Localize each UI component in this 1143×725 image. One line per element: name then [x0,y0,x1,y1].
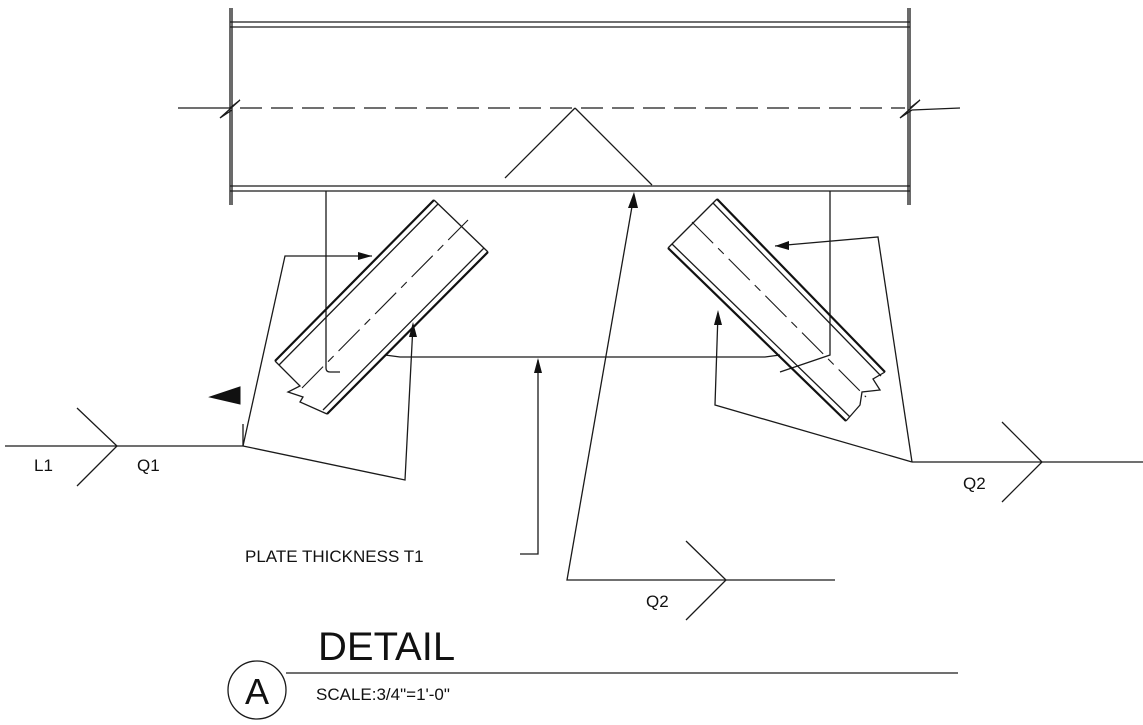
weld-symbol-right [714,236,1143,503]
detail-bubble [227,660,287,720]
weld-ref-l1: L1 [34,456,53,475]
field-weld-flag-icon [208,386,241,405]
weld-symbol-left [5,252,417,487]
detail-scale: SCALE:3/4"=1'-0" [316,685,450,704]
work-point-lines [504,107,653,186]
gusset-plate [325,191,831,373]
plate-thickness-leader [520,358,542,555]
title-block: A DETAIL SCALE:3/4"=1'-0" [227,625,958,720]
break-lines [178,99,961,119]
plate-thickness-note: PLATE THICKNESS T1 [245,547,424,566]
left-brace [274,199,489,415]
right-brace [667,198,886,422]
detail-title: DETAIL [318,625,455,669]
weld-size-q1: Q1 [137,456,160,475]
steel-beam [229,8,911,205]
detail-id: A [245,671,269,712]
weld-symbol-center [566,192,835,621]
weld-size-q2-center: Q2 [646,592,669,611]
weld-size-q2-right: Q2 [963,474,986,493]
